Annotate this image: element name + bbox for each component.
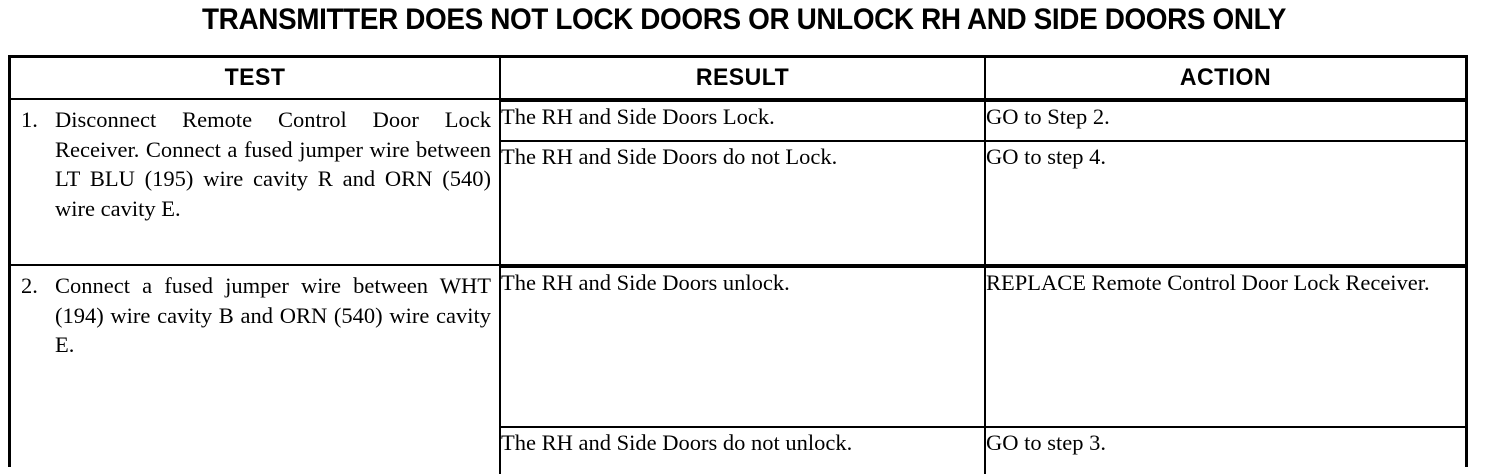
table-row: 1. Disconnect Remote Control Door Lock R… bbox=[11, 98, 1465, 266]
action-subrow: GO to step 4. bbox=[986, 140, 1465, 264]
test-cell-step-2: 2. Connect a fused jumper wire between W… bbox=[11, 264, 501, 474]
result-subrow: The RH and Side Doors Lock. bbox=[501, 100, 984, 142]
action-text: GO to Step 2. bbox=[986, 100, 1465, 142]
result-subrow: The RH and Side Doors unlock. bbox=[501, 266, 984, 428]
table-row: 2. Connect a fused jumper wire between W… bbox=[11, 264, 1465, 474]
action-text: REPLACE Remote Control Door Lock Receive… bbox=[986, 266, 1465, 428]
action-subrow: GO to Step 2. bbox=[986, 100, 1465, 142]
column-header-action: ACTION bbox=[993, 58, 1456, 100]
result-text: The RH and Side Doors unlock. bbox=[501, 266, 984, 428]
action-cell-step-1: GO to Step 2. GO to step 4. bbox=[984, 98, 1465, 266]
step-number: 1. bbox=[21, 107, 38, 132]
result-text: The RH and Side Doors do not Lock. bbox=[501, 140, 984, 264]
result-subrow: The RH and Side Doors do not Lock. bbox=[501, 140, 984, 264]
result-subrow: The RH and Side Doors do not unlock. bbox=[501, 426, 984, 474]
diagnostic-table-container: TEST RESULT ACTION 1. Disconnect Remote … bbox=[8, 55, 1468, 474]
step-block: 2. Connect a fused jumper wire between W… bbox=[11, 266, 499, 364]
action-subrow: REPLACE Remote Control Door Lock Receive… bbox=[986, 266, 1465, 428]
result-cell-step-2: The RH and Side Doors unlock. The RH and… bbox=[499, 264, 986, 474]
step-description: Connect a fused jumper wire between WHT … bbox=[55, 273, 491, 357]
page-title: TRANSMITTER DOES NOT LOCK DOORS OR UNLOC… bbox=[202, 3, 1286, 36]
result-cell-step-1: The RH and Side Doors Lock. The RH and S… bbox=[499, 98, 986, 266]
column-header-test: TEST bbox=[20, 58, 492, 100]
result-text: The RH and Side Doors Lock. bbox=[501, 100, 984, 142]
action-text: GO to step 3. bbox=[986, 426, 1465, 474]
step-block: 1. Disconnect Remote Control Door Lock R… bbox=[11, 100, 499, 227]
result-subtable: The RH and Side Doors unlock. The RH and… bbox=[501, 266, 984, 474]
table-header-row: TEST RESULT ACTION bbox=[11, 58, 1465, 100]
action-subtable: GO to Step 2. GO to step 4. bbox=[986, 100, 1465, 264]
action-subtable: REPLACE Remote Control Door Lock Receive… bbox=[986, 266, 1465, 474]
step-number: 2. bbox=[21, 273, 38, 298]
action-text: GO to step 4. bbox=[986, 140, 1465, 264]
test-cell-step-1: 1. Disconnect Remote Control Door Lock R… bbox=[11, 98, 501, 266]
column-header-result: RESULT bbox=[508, 58, 977, 100]
action-subrow: GO to step 3. bbox=[986, 426, 1465, 474]
result-text: The RH and Side Doors do not unlock. bbox=[501, 426, 984, 474]
diagnostic-table: TEST RESULT ACTION 1. Disconnect Remote … bbox=[11, 58, 1465, 474]
table-body: 1. Disconnect Remote Control Door Lock R… bbox=[11, 98, 1465, 474]
action-cell-step-2: REPLACE Remote Control Door Lock Receive… bbox=[984, 264, 1465, 474]
step-description: Disconnect Remote Control Door Lock Rece… bbox=[55, 107, 491, 221]
result-subtable: The RH and Side Doors Lock. The RH and S… bbox=[501, 100, 984, 264]
table-header: TEST RESULT ACTION bbox=[11, 58, 1465, 100]
